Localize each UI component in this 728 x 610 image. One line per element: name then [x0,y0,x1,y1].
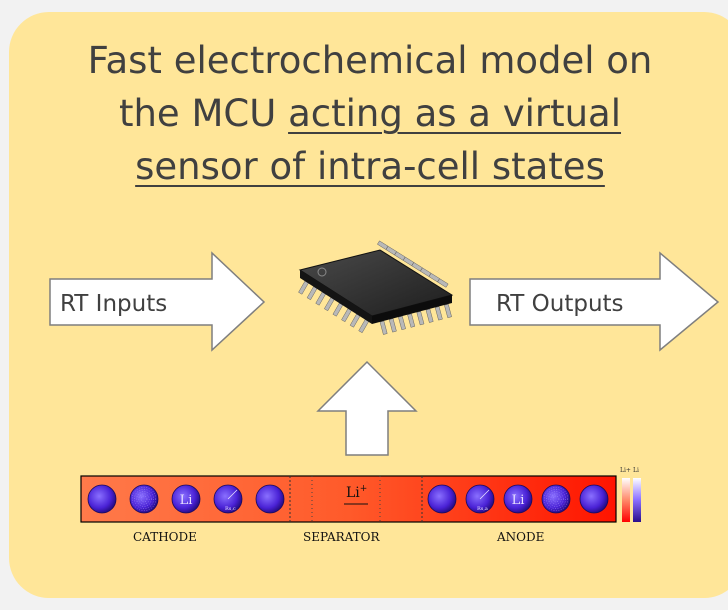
svg-text:Li: Li [180,493,193,508]
colorbar-right-label: Li [633,467,639,474]
electrode-particle [579,484,609,514]
chip-pin [428,272,440,283]
rt-inputs-arrow: RT Inputs [49,251,266,352]
chip-pin [398,315,406,331]
chip-pin [385,245,397,256]
cathode-label: CATHODE [133,530,197,544]
anode-label: ANODE [496,530,544,544]
chip-pin [444,303,452,319]
separator-ion-label: Li+ [346,484,367,501]
chip-pin [434,306,443,321]
chip-pin1-marker [317,267,327,277]
chip-pin [411,262,423,272]
chip-pin [306,286,318,301]
chip-pin [379,320,388,335]
svg-text:Rs,a: Rs,a [477,506,488,512]
chip-pin [315,291,326,306]
electrode-particle: Li [503,484,533,514]
chip-pin [341,308,352,323]
electrode-particle: Rs,a [465,484,495,514]
mcu-chip [298,240,454,335]
electrode-particle: Li [171,484,201,514]
chip-side-right [372,295,452,324]
rt-outputs-label: RT Outputs [496,291,624,317]
chip-pin [388,318,397,333]
colorbar-electrolyte [622,478,630,522]
chip-pin [416,311,425,326]
chip-pin [407,313,416,328]
electrode-particle [541,484,571,514]
title-line-2-underlined: acting as a virtual [288,92,622,135]
colorbar-left-label: Li+ [620,467,631,474]
chip-pin [402,256,415,267]
chip-pin [425,308,434,323]
page-title: Fast electrochemical model on the MCU ac… [40,34,700,193]
separator-label: SEPARATOR [303,530,381,544]
chip-pin [377,240,389,250]
chip-pins [298,240,452,335]
chip-pin [332,302,344,317]
chip-pin [358,319,369,334]
chip-pin [437,278,449,288]
electrode-particle [129,484,159,514]
svg-text:Rs,c: Rs,c [225,506,236,512]
anode-particles: Rs,a Li [427,484,609,514]
rt-inputs-label: RT Inputs [60,291,167,317]
chip-pin [349,313,361,328]
upward-arrow [316,360,418,456]
electrode-particle [427,484,457,514]
colorbar-particle [633,478,641,522]
chip-pin [420,267,432,277]
electrode-particle [255,484,285,514]
chip-pin [324,297,335,312]
electrode-particle: Rs,c [213,484,243,514]
rt-outputs-arrow: RT Outputs [469,251,720,352]
chip-pin [298,280,309,295]
electrode-particle [87,484,117,514]
chip-side [300,270,372,324]
chip-pin [394,251,406,261]
title-line-1: Fast electrochemical model on [87,39,653,82]
svg-text:Li: Li [512,493,525,508]
title-line-3-underlined: sensor of intra-cell states [135,145,605,188]
colorbar-legend: Li+ Li [620,467,641,522]
title-line-2-plain: the MCU [118,92,289,135]
